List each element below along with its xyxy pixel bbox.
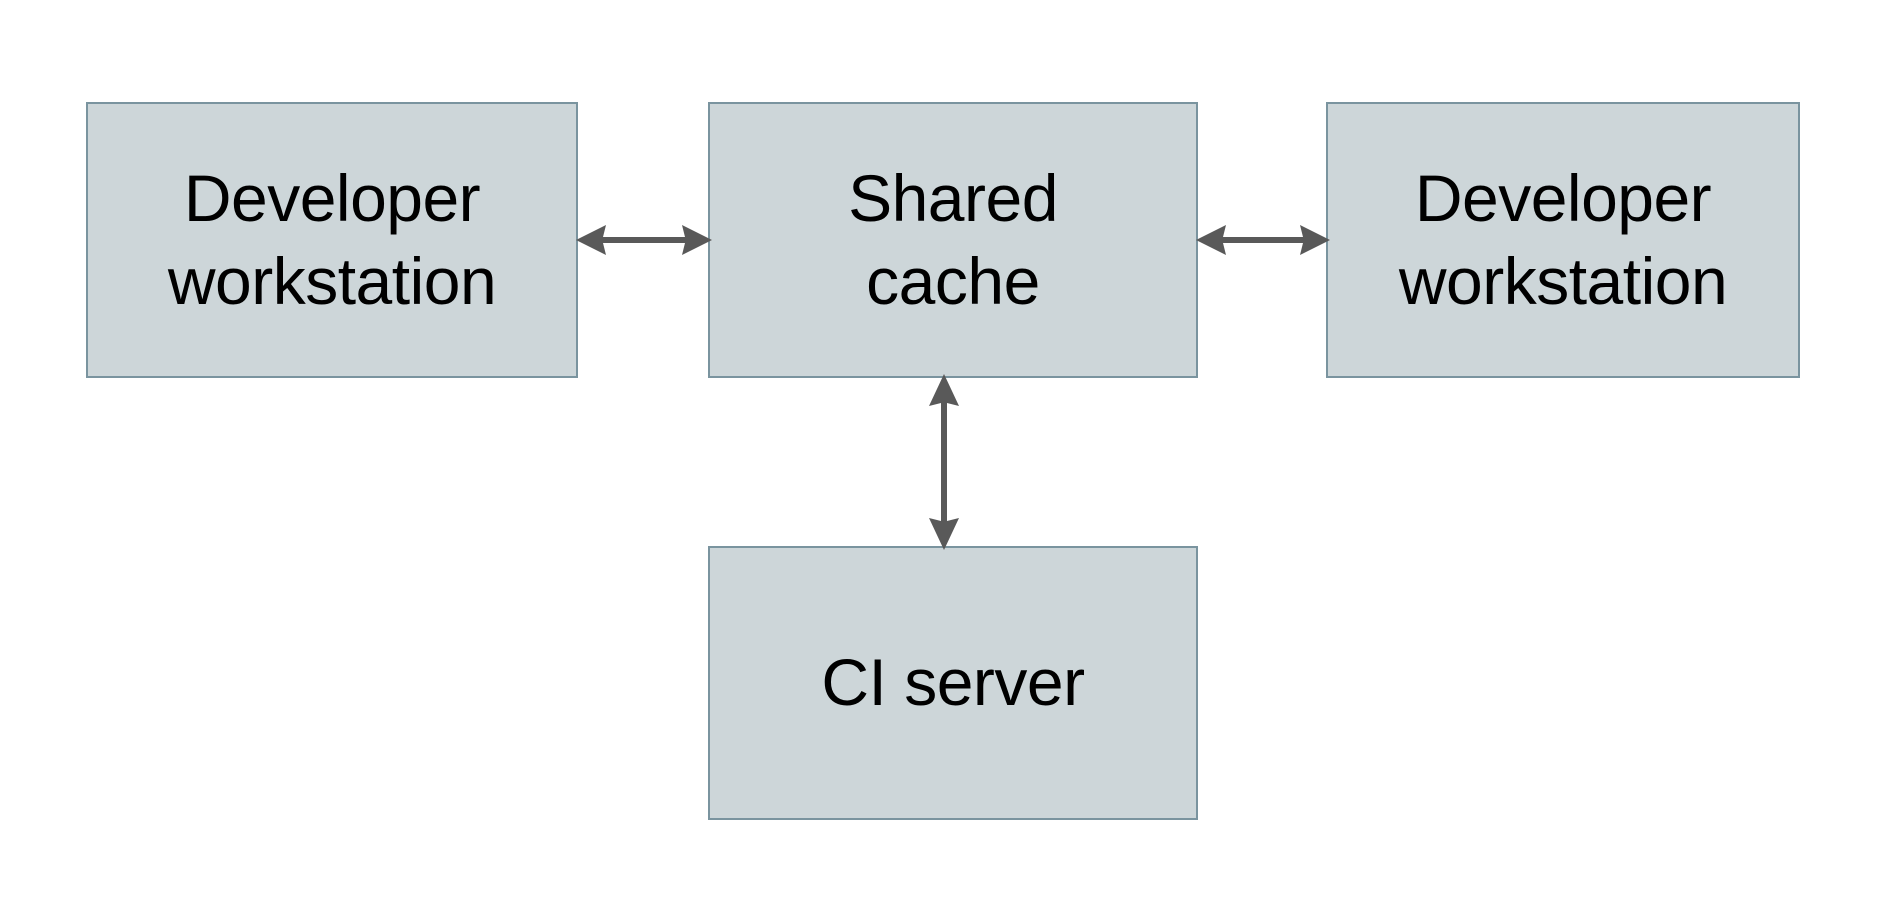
double-headed-arrow-vertical-icon [929,374,959,550]
edge-shared-cache-to-developer-workstation-right [1196,214,1330,266]
edge-developer-workstation-left-to-shared-cache [576,214,712,266]
double-headed-arrow-horizontal-icon [1196,225,1330,255]
double-headed-arrow-horizontal-icon [576,225,712,255]
node-developer-workstation-left[interactable]: Developer workstation [86,102,578,378]
node-shared-cache[interactable]: Shared cache [708,102,1198,378]
node-label-ci-server: CI server [821,645,1085,720]
node-label-shared-cache: Shared cache [848,160,1058,318]
edge-shared-cache-to-ci-server [918,374,970,550]
node-label-developer-workstation-right: Developer workstation [1398,160,1728,318]
node-ci-server[interactable]: CI server [708,546,1198,820]
node-developer-workstation-right[interactable]: Developer workstation [1326,102,1800,378]
node-label-developer-workstation-left: Developer workstation [167,160,497,318]
